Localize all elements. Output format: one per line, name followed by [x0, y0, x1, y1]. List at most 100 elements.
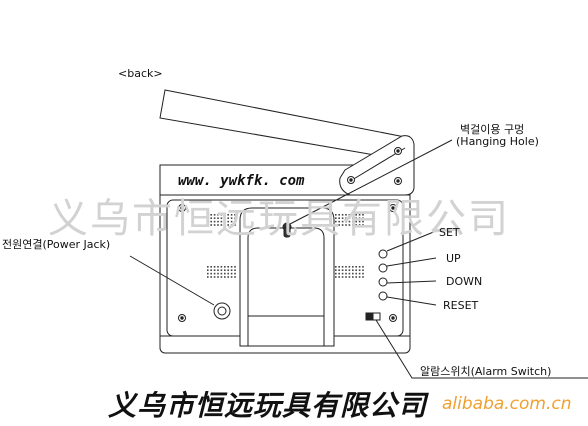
grille-hole — [217, 220, 219, 223]
grille-hole — [352, 214, 354, 216]
grille-hole — [213, 224, 216, 226]
grille-hole — [362, 272, 364, 275]
grille-hole — [355, 269, 357, 271]
grille-hole — [362, 266, 364, 268]
grille-hole — [341, 217, 344, 219]
grille-hole — [341, 269, 344, 271]
grille-hole — [213, 276, 216, 278]
center-plate — [239, 207, 335, 347]
grille-hole — [213, 217, 216, 219]
grille-hole — [213, 269, 216, 271]
grille-hole — [362, 220, 364, 223]
grille-hole — [355, 224, 357, 226]
grille-hole — [224, 224, 226, 226]
grille-hole — [234, 224, 236, 226]
grille-hole — [207, 266, 209, 268]
grille-hole — [217, 217, 219, 219]
grille-hole — [338, 272, 340, 275]
grille-hole — [210, 272, 212, 275]
grille-hole — [345, 217, 347, 219]
grille-hole — [352, 224, 354, 226]
grille-hole — [348, 272, 351, 275]
grille-hole — [234, 266, 236, 268]
grille-hole — [335, 272, 337, 275]
grille-hole — [355, 276, 357, 278]
switch-icon — [365, 312, 381, 321]
grille-hole — [217, 272, 219, 275]
grille-hole — [217, 269, 219, 271]
power-jack-icon — [213, 302, 231, 320]
grille-hole — [348, 276, 351, 278]
grille-hole — [224, 217, 226, 219]
alibaba-watermark: alibaba.com.cn — [442, 394, 572, 414]
grille-hole — [224, 269, 226, 271]
grille-hole — [345, 220, 347, 223]
grille-hole — [213, 214, 216, 216]
grille-hole — [358, 214, 361, 216]
device-website-text: www. ywkfk. com — [178, 173, 305, 189]
grille-hole — [234, 269, 236, 271]
grille-hole — [335, 276, 337, 278]
grille-hole — [207, 269, 209, 271]
grille-hole — [230, 214, 233, 216]
grille-hole — [358, 217, 361, 219]
grille-hole — [213, 220, 216, 223]
grille-hole — [220, 220, 223, 223]
grille-hole — [362, 217, 364, 219]
set-label: SET — [439, 226, 460, 239]
grille-hole — [338, 220, 340, 223]
grille-hole — [210, 220, 212, 223]
grille-hole — [230, 276, 233, 278]
grille-hole — [335, 269, 337, 271]
grille-hole — [227, 220, 229, 223]
grille-hole — [210, 217, 212, 219]
grille-hole — [207, 217, 209, 219]
grille-hole — [358, 224, 361, 226]
grille-hole — [348, 266, 351, 268]
grille-hole — [234, 217, 236, 219]
grille-hole — [227, 217, 229, 219]
grille-hole — [227, 224, 229, 226]
grille-hole — [358, 269, 361, 271]
grille-hole — [352, 217, 354, 219]
button-icon — [378, 249, 388, 301]
grille-hole — [335, 217, 337, 219]
grille-hole — [338, 214, 340, 216]
grille-hole — [217, 266, 219, 268]
grille-hole — [335, 224, 337, 226]
grille-hole — [227, 266, 229, 268]
grille-hole — [234, 276, 236, 278]
grille-hole — [338, 224, 340, 226]
grille-hole — [341, 224, 344, 226]
grille-hole — [227, 214, 229, 216]
company-caption: 义乌市恒远玩具有限公司 — [108, 389, 428, 422]
grille-hole — [345, 266, 347, 268]
screw-icon — [178, 147, 402, 322]
hanging-hole-label-en: (Hanging Hole) — [456, 135, 539, 148]
grille-hole — [234, 214, 236, 216]
grille-hole — [234, 272, 236, 275]
grille-hole — [230, 220, 233, 223]
grille-hole — [227, 269, 229, 271]
grille-hole — [227, 276, 229, 278]
hanging-hole-icon — [282, 222, 292, 238]
grille-hole — [358, 220, 361, 223]
grille-hole — [352, 272, 354, 275]
reset-label: RESET — [443, 299, 479, 312]
grille-hole — [352, 266, 354, 268]
grille-hole — [358, 272, 361, 275]
grille-hole — [362, 269, 364, 271]
grille-hole — [355, 214, 357, 216]
grille-hole — [220, 214, 223, 216]
watermark-company: 义乌市恒远玩具有限公司 — [48, 196, 510, 242]
grille-hole — [341, 272, 344, 275]
grille-hole — [335, 214, 337, 216]
grille-hole — [220, 224, 223, 226]
grille-hole — [348, 220, 351, 223]
grille-hole — [358, 276, 361, 278]
hanging-hole-label-ko: 벽걸이용 구멍 — [460, 123, 525, 136]
leader-lines — [129, 139, 588, 379]
grille-hole — [224, 220, 226, 223]
grille-hole — [355, 266, 357, 268]
